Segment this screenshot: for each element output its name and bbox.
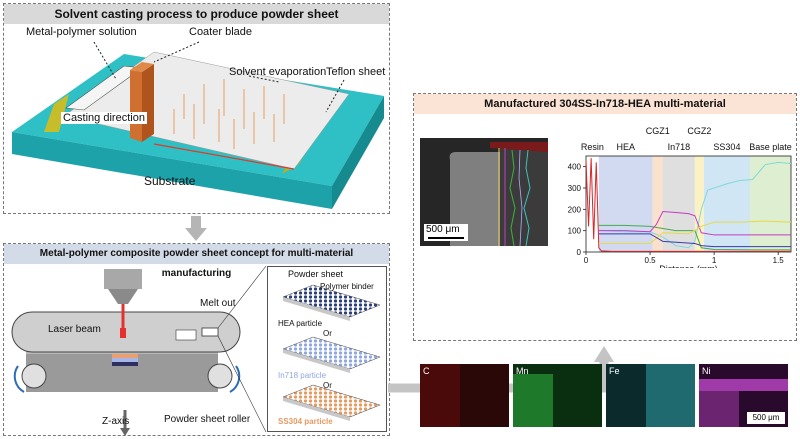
eds-map-fe-label: Fe [609, 366, 620, 376]
substrate-side [332, 96, 384, 209]
plot-frame [585, 155, 792, 253]
powder-sheet-concept-title: Metal-polymer composite powder sheet con… [4, 244, 389, 279]
region-label-6: Base plate [749, 142, 792, 152]
laser-beam-label: Laser beam [48, 324, 101, 335]
y-tick-label-1: 100 [568, 227, 582, 236]
solvent-casting-panel: Solvent casting process to produce powde… [3, 3, 390, 214]
series-line-0 [585, 158, 791, 252]
coater-blade-front [142, 64, 154, 142]
coater-blade-label: Coater blade [189, 26, 252, 38]
eds-map-mn: Mn [513, 364, 602, 427]
eds-map-ni-label: Ni [702, 366, 711, 376]
teflon-strip-left [44, 94, 69, 132]
region-label-3: In718 [668, 142, 691, 152]
micrograph-scale-bar-label: 500 μm [426, 224, 460, 235]
region-label-5: SS304 [713, 142, 740, 152]
x-axis-label: Distance (mm) [659, 264, 718, 268]
eds-map-c: C [420, 364, 509, 427]
x-tick-label-3: 1.5 [773, 256, 785, 265]
substrate-front [12, 132, 332, 209]
region-band-3 [662, 156, 695, 252]
melt-out-label: Melt out [200, 298, 236, 309]
region-label-0: Resin [581, 142, 604, 152]
solvent-casting-illustration [12, 41, 384, 209]
y-tick-label-2: 200 [568, 205, 582, 214]
hea-particle-label: HEA particle [278, 319, 323, 328]
solvent-casting-title: Solvent casting process to produce powde… [4, 4, 389, 24]
in718-particle-label: In718 particle [278, 371, 327, 380]
series-line-5 [598, 233, 791, 248]
am-machine-illustration [11, 265, 267, 436]
polymer-binder-label: Polymer binder [320, 282, 374, 291]
region-band-5 [703, 156, 750, 252]
substrate-label: Substrate [144, 174, 196, 188]
eds-scale-bar: 500 μm [747, 412, 785, 424]
down-arrow [185, 216, 207, 241]
eds-map-fe: Fe [606, 364, 695, 427]
y-tick-label-4: 400 [568, 163, 582, 172]
series-line-3 [598, 210, 791, 236]
build-stack [112, 354, 138, 358]
z-axis-label: Z-axis [102, 416, 130, 427]
powder-sheet-roller-label: Powder sheet roller [164, 414, 251, 425]
ss304-particle-label: SS304 particle [278, 417, 333, 426]
region-label-1: HEA [616, 142, 635, 152]
eds-map-mn-label: Mn [516, 366, 529, 376]
coater-blade-side [130, 70, 142, 142]
eds-map-c-label: C [423, 366, 430, 376]
region-band-4 [694, 156, 704, 252]
laser-head [104, 269, 142, 289]
metal-polymer-solution-label: Metal-polymer solution [26, 26, 137, 38]
powder-sheet-label: Powder sheet [288, 269, 344, 279]
multimaterial-title: Manufactured 304SS-In718-HEA multi-mater… [414, 94, 796, 114]
solvent-evaporation-label: Solvent evaporation [229, 66, 327, 78]
series-line-4 [598, 220, 792, 244]
x-tick-label-2: 1 [712, 256, 717, 265]
x-tick-label-0: 0 [584, 256, 589, 265]
evaporation-arrows [173, 79, 285, 149]
series-line-2 [598, 224, 791, 251]
powder-sheet-concept-panel: Metal-polymer composite powder sheet con… [3, 243, 390, 436]
or-label-2: Or [323, 381, 332, 390]
teflon-sheet-label: Teflon sheet [326, 66, 386, 78]
powder-sheet-inset: Powder sheet Polymer binder HEA particle… [267, 266, 387, 432]
series-line-1 [598, 161, 792, 249]
region-band-2 [652, 156, 663, 252]
region-band-1 [598, 156, 653, 252]
casting-direction-label: Casting direction [61, 112, 147, 124]
right-roller [207, 363, 233, 389]
powder-sheet-variants [282, 284, 381, 421]
region-label-4: CGZ2 [687, 126, 711, 136]
left-roller [21, 363, 47, 389]
or-label-1: Or [323, 329, 332, 338]
cross-section-micrograph [420, 138, 548, 246]
y-tick-label-0: 0 [577, 248, 582, 257]
x-tick-label-1: 0.5 [645, 256, 657, 265]
region-label-2: CGZ1 [646, 126, 670, 136]
y-tick-label-3: 300 [568, 184, 582, 193]
coater-blade-top [130, 62, 154, 72]
multimaterial-panel: Manufactured 304SS-In718-HEA multi-mater… [413, 93, 797, 427]
region-band-6 [750, 156, 791, 252]
build-plate-label: Build plate [104, 396, 151, 407]
eds-map-ni: Ni 500 μm [699, 364, 788, 427]
